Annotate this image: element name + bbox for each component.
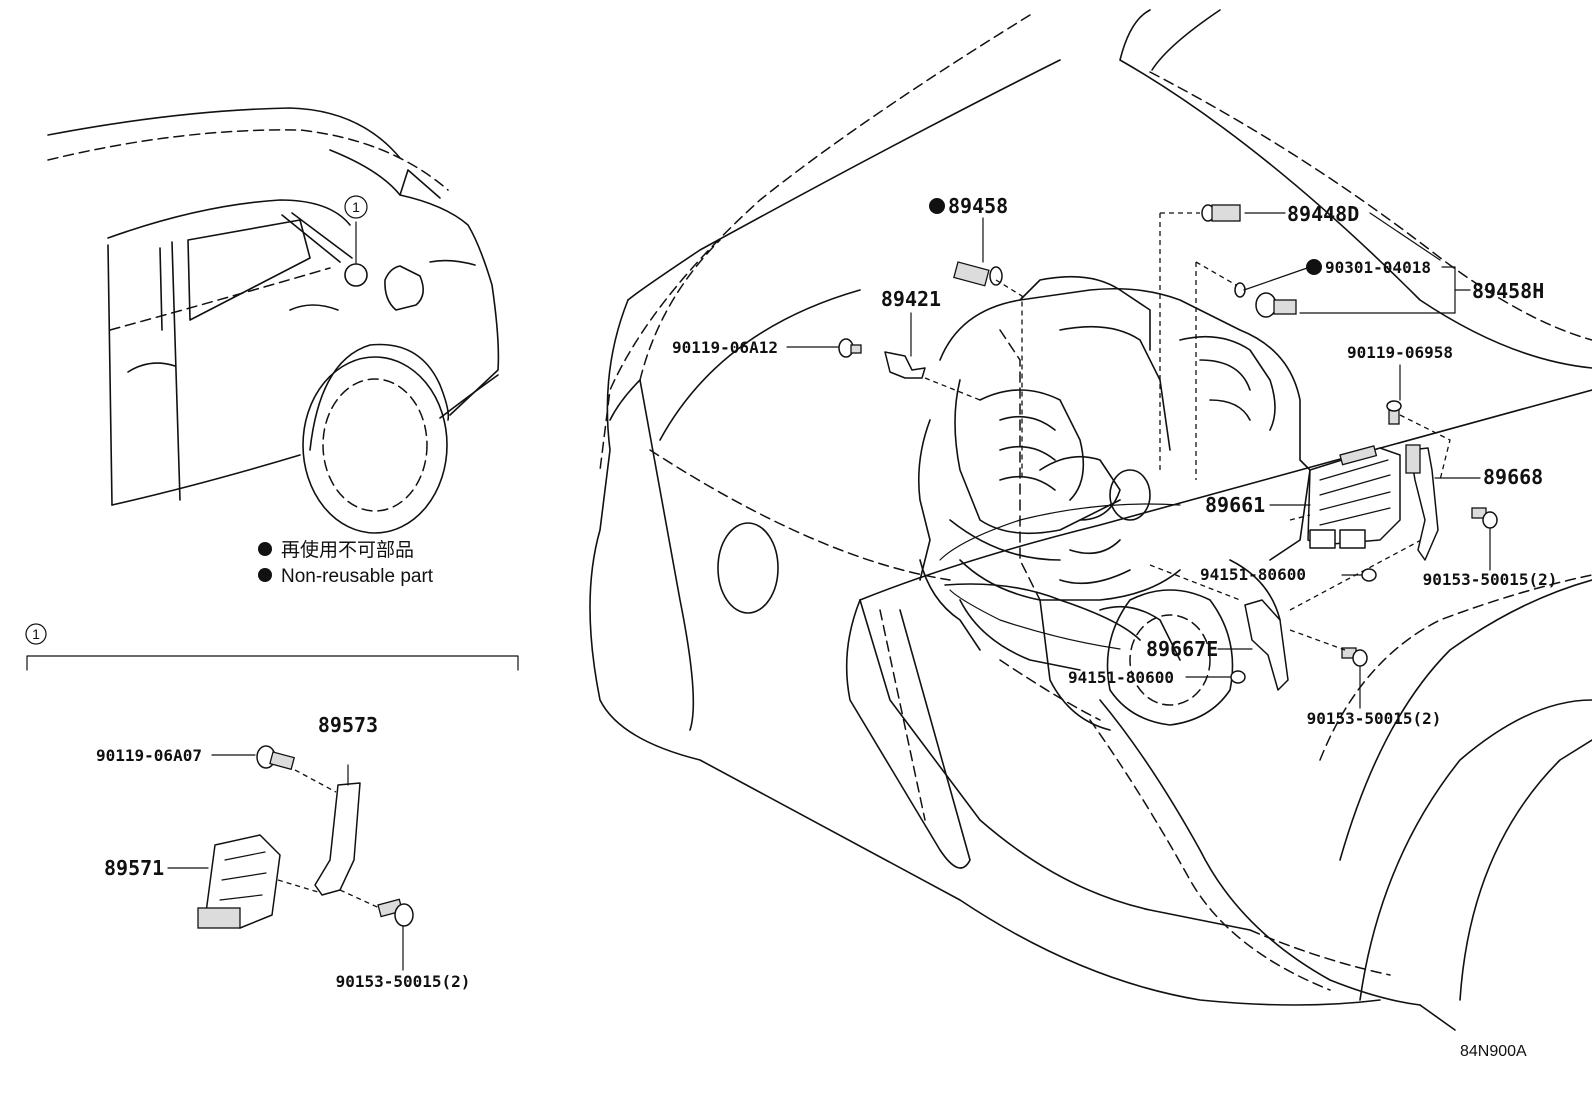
bolt-90119-06958-icon <box>1386 400 1402 425</box>
label-90119-06958: 90119-06958 <box>1347 343 1453 362</box>
non-reusable-marker-icon <box>258 542 272 556</box>
legend: 再使用不可部品 Non-reusable part <box>258 539 434 587</box>
actuator-89571 <box>197 834 281 929</box>
sensor-89458-icon <box>953 261 1003 287</box>
bracket-89573 <box>314 782 361 896</box>
engine-bay-illustration <box>589 9 1592 1031</box>
engine-block <box>918 275 1311 731</box>
label-89571: 89571 <box>104 856 164 880</box>
sensor-89448D-icon <box>1201 204 1241 222</box>
bolt-90153-b-icon <box>1341 647 1368 667</box>
bracket-89668 <box>1409 447 1439 561</box>
label-89667E: 89667E <box>1146 637 1218 661</box>
engine-part-labels: 89458 89448D 90301-04018 89458H 89421 90… <box>672 194 1557 728</box>
bolt-lower-icon <box>377 898 414 927</box>
sensor-89421-icon <box>884 351 926 379</box>
non-reusable-marker-icon <box>929 198 945 214</box>
label-89573: 89573 <box>318 713 378 737</box>
label-90301-04018: 90301-04018 <box>1325 258 1431 277</box>
callout-number-top: 1 <box>352 199 360 215</box>
nut-94151-a-icon <box>1361 568 1377 582</box>
illustration-code: 84N900A <box>1460 1043 1527 1060</box>
label-90153-50015-b: 90153-50015(2) <box>1307 709 1442 728</box>
nut-94151-b-icon <box>1230 670 1246 684</box>
bolt-90119-06A12-icon <box>838 338 862 358</box>
non-reusable-marker-icon <box>1306 259 1322 275</box>
label-89668: 89668 <box>1483 465 1543 489</box>
label-90153-50015-c: 90153-50015(2) <box>336 972 471 991</box>
label-94151-80600-a: 94151-80600 <box>1200 565 1306 584</box>
label-90153-50015-a: 90153-50015(2) <box>1423 570 1558 589</box>
label-89458: 89458 <box>948 194 1008 218</box>
ecu-89661 <box>1307 445 1401 549</box>
non-reusable-marker-icon <box>258 568 272 582</box>
sensor-89458H-icon <box>1255 292 1297 318</box>
label-89448D: 89448D <box>1287 202 1359 226</box>
callout-number-detail: 1 <box>32 626 40 642</box>
label-94151-80600-b: 94151-80600 <box>1068 668 1174 687</box>
legend-english: Non-reusable part <box>281 566 434 587</box>
label-89421: 89421 <box>881 287 941 311</box>
label-90119-06A07: 90119-06A07 <box>96 746 202 765</box>
bracket-89667E <box>1244 599 1289 691</box>
label-90119-06A12: 90119-06A12 <box>672 338 778 357</box>
label-89458H: 89458H <box>1472 279 1544 303</box>
legend-japanese: 再使用不可部品 <box>281 539 414 561</box>
vehicle-rear-illustration: 1 <box>47 107 500 534</box>
label-89661: 89661 <box>1205 493 1265 517</box>
bolt-upper-icon <box>256 745 296 771</box>
bolt-90153-a-icon <box>1471 507 1498 529</box>
detail-1-group: 1 89573 90119-06A07 89571 90153-50015(2 <box>25 623 519 991</box>
sensor-89668-icon <box>1405 444 1421 474</box>
